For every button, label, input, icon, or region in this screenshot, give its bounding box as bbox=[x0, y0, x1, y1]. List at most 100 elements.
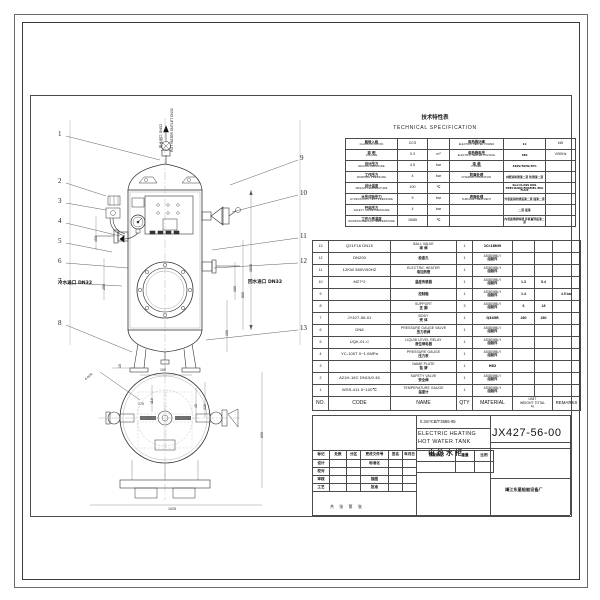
revision-row[interactable]: 设计标准化 bbox=[312, 459, 417, 468]
revision-cell[interactable] bbox=[402, 467, 417, 476]
approval-value-cell[interactable] bbox=[455, 461, 475, 473]
revision-cell[interactable] bbox=[402, 475, 417, 484]
revision-cell[interactable] bbox=[346, 467, 361, 476]
bom-code bbox=[328, 300, 391, 313]
approval-stage-label: 阶段标记 bbox=[416, 450, 456, 462]
spec-value-left: 0.3 bbox=[397, 149, 428, 161]
revision-cell[interactable] bbox=[329, 459, 347, 468]
dim-100b: 100 bbox=[225, 330, 229, 336]
bom-unit-weight: 280 bbox=[512, 312, 535, 325]
revision-cell[interactable] bbox=[402, 483, 417, 492]
spec-unit-right: V/50Hz bbox=[545, 149, 576, 161]
bom-qty: 1 bbox=[456, 252, 473, 265]
revision-cell[interactable] bbox=[388, 475, 403, 484]
revision-cell[interactable] bbox=[388, 467, 403, 476]
callout-cold-water: 冷水进口 DN32 bbox=[58, 281, 93, 286]
spec-unit-left: ℃ bbox=[427, 182, 450, 194]
spec-value-right: 内壁涂防锈漆二道 防锈漆二道 bbox=[503, 171, 546, 183]
spec-unit-right bbox=[545, 171, 576, 183]
bom-name: 控制箱 bbox=[390, 288, 457, 301]
titleblock-divider-h3 bbox=[490, 442, 570, 443]
revision-cell[interactable] bbox=[329, 467, 347, 476]
bom-name: 温度传感器 bbox=[390, 276, 457, 289]
bom-remarks bbox=[552, 252, 581, 265]
revision-row[interactable]: 校对 bbox=[312, 467, 417, 476]
bom-unit-weight bbox=[512, 348, 535, 361]
bom-total-weight bbox=[534, 252, 553, 265]
bom-code: M27*2 bbox=[328, 276, 391, 289]
spec-value-left: 100 bbox=[397, 182, 428, 194]
revision-cell[interactable] bbox=[329, 483, 347, 492]
revision-row[interactable]: 审核描图 bbox=[312, 475, 417, 484]
bom-remarks bbox=[552, 348, 581, 361]
approval-value-cell[interactable] bbox=[474, 461, 494, 473]
bom-total-weight bbox=[534, 288, 553, 301]
revision-cell[interactable]: 描图 bbox=[360, 475, 389, 484]
spec-title-en: TECHNICAL SPECIFICATION bbox=[393, 125, 477, 131]
dim-1500: 1500 bbox=[249, 264, 253, 272]
revision-cell[interactable] bbox=[402, 459, 417, 468]
bom-material: 1Cr18Ni9 bbox=[472, 240, 513, 253]
titleblock-divider-v2 bbox=[490, 415, 491, 515]
bom-unit-weight: 1.3 bbox=[512, 276, 535, 289]
approval-block-table: 阶段标记重量比例 bbox=[416, 450, 494, 473]
revision-cell[interactable] bbox=[329, 475, 347, 484]
approval-value-cell[interactable] bbox=[416, 461, 456, 473]
spec-label-right bbox=[449, 182, 504, 194]
revision-cell[interactable] bbox=[346, 459, 361, 468]
revision-cell[interactable] bbox=[388, 483, 403, 492]
bom-total-weight bbox=[534, 336, 553, 349]
bom-qty: 1 bbox=[456, 288, 473, 301]
dim-plan-1025: 1025 bbox=[168, 507, 176, 511]
revision-cell[interactable]: 批准 bbox=[360, 483, 389, 492]
revision-cell[interactable] bbox=[346, 483, 361, 492]
revision-cell[interactable] bbox=[346, 475, 361, 484]
bom-remarks bbox=[552, 324, 581, 337]
approval-value-row[interactable] bbox=[416, 461, 494, 473]
spec-unit-left: bar bbox=[427, 204, 450, 216]
bom-remarks bbox=[552, 336, 581, 349]
bom-item-no: 6 bbox=[312, 324, 329, 337]
bom-total-weight: 5.4 bbox=[534, 276, 553, 289]
revision-cell[interactable] bbox=[388, 459, 403, 468]
revision-row[interactable]: 工艺批准 bbox=[312, 483, 417, 492]
bom-item-no: 5 bbox=[312, 336, 329, 349]
leader-label-1: 1 bbox=[58, 130, 62, 138]
revision-cell[interactable]: 标准化 bbox=[360, 459, 389, 468]
leader-label-9: 9 bbox=[300, 154, 304, 162]
revision-cell[interactable] bbox=[360, 467, 389, 476]
spec-value-right: Kes:CLASS DNL PRECISION ENAMEL ENL FLUX bbox=[503, 182, 546, 194]
bom-unit-weight bbox=[512, 240, 535, 253]
bom-unit-weight bbox=[512, 324, 535, 337]
dim-100a: 100 bbox=[233, 286, 237, 292]
bom-unit-weight: 1.4 bbox=[512, 288, 535, 301]
bom-header-name: NAME bbox=[390, 396, 457, 411]
